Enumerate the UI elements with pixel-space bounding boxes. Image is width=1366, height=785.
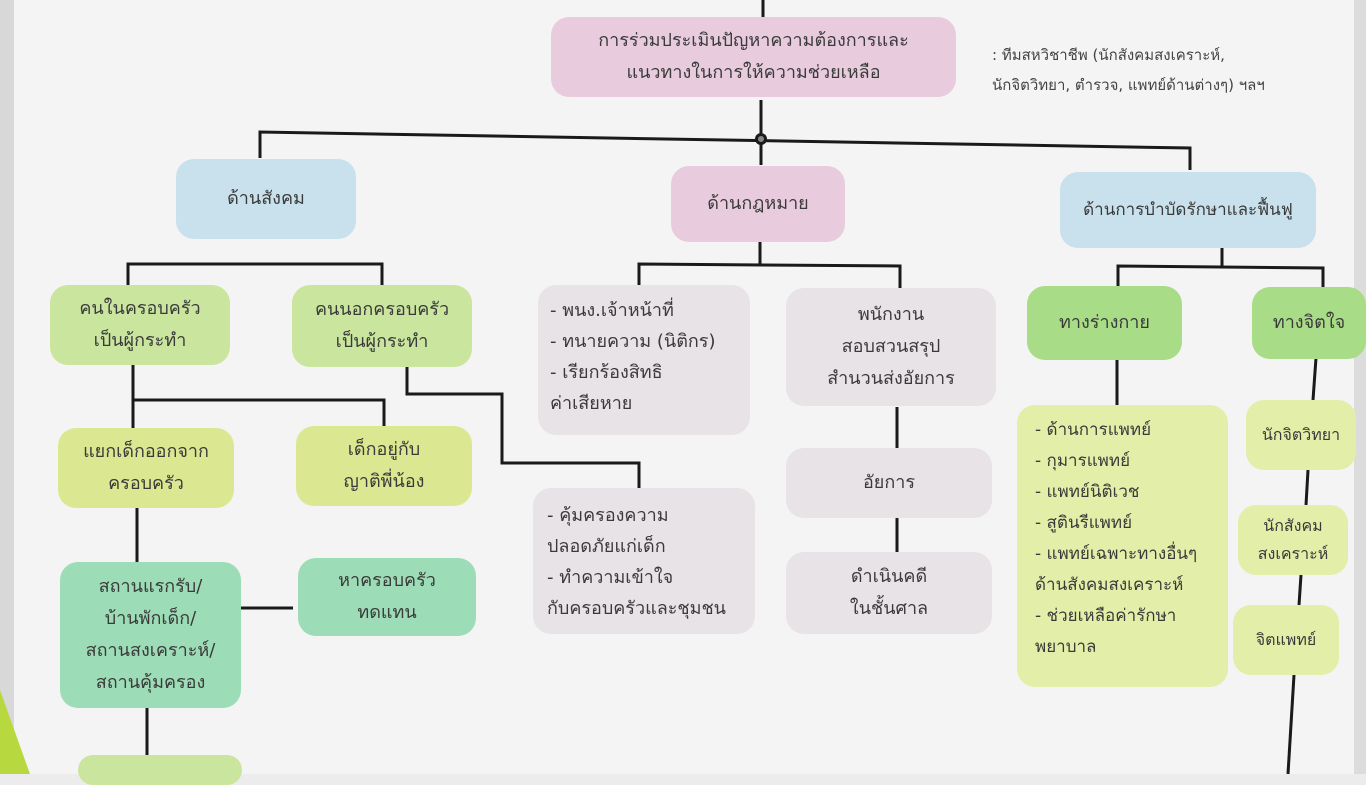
shelter-box: สถานแรกรับ/ บ้านพักเด็ก/ สถานสงเคราะห์/ … [60,562,241,708]
social-worker-box: นักสังคม สงเคราะห์ [1238,505,1348,575]
team-note: : ทีมสหวิชาชีพ (นักสังคมสงเคราะห์, นักจิ… [992,46,1265,94]
board-frame-left [0,0,14,774]
foster-family-box: หาครอบครัว ทดแทน [298,558,476,636]
psychiatrist-box: จิตแพทย์ [1233,605,1339,675]
therapy-header: ด้านการบำบัดรักษาและฟื้นฟู [1060,172,1316,248]
medical-list: - ด้านการแพทย์ - กุมารแพทย์ - แพทย์นิติเ… [1017,405,1228,687]
legal-header: ด้านกฎหมาย [671,166,845,242]
legal-officers-list: - พนง.เจ้าหน้าที่ - ทนายความ (นิติกร) - … [538,285,750,435]
physical-header-box: ทางร่างกาย [1027,286,1182,360]
out-family-perpetrator-box: คนนอกครอบครัว เป็นผู้กระทำ [292,285,472,367]
court-box: ดำเนินคดี ในชั้นศาล [786,552,992,634]
separate-child-box: แยกเด็กออกจาก ครอบครัว [58,428,234,508]
protection-list: - คุ้มครองความ ปลอดภัยแก่เด็ก - ทำความเข… [533,488,755,634]
investigator-box: พนักงาน สอบสวนสรุป สำนวนส่งอัยการ [786,288,996,406]
assessment-box: การร่วมประเมินปัญหาความต้องการและ แนวทาง… [551,17,956,97]
in-family-perpetrator-box: คนในครอบครัว เป็นผู้กระทำ [50,285,230,365]
psychologist-box: นักจิตวิทยา [1246,400,1356,470]
child-with-relatives-box: เด็กอยู่กับ ญาติพี่น้อง [296,426,472,506]
mental-header-box: ทางจิตใจ [1252,287,1366,359]
social-header: ด้านสังคม [176,159,356,239]
green-corner-decoration [0,690,30,774]
prosecutor-box: อัยการ [786,448,992,518]
next-step-box-partial [78,755,242,785]
board-frame-right [1354,0,1366,774]
